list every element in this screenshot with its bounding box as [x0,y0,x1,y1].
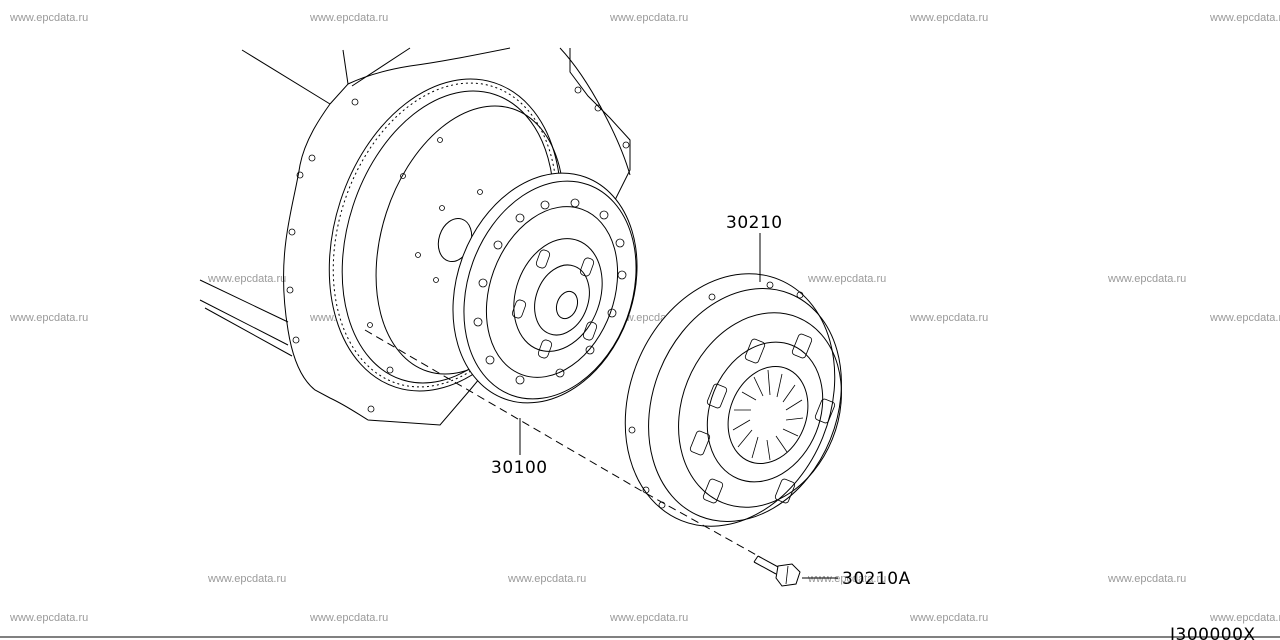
watermark: www.epcdata.ru [807,273,886,285]
watermark: www.epcdata.ru [207,573,286,585]
watermark: www.epcdata.ru [309,12,388,24]
part-number-label: 30100 [491,458,548,478]
part-number-label: 30210A [842,569,911,589]
watermark: www.epcdata.ru [1209,612,1280,624]
watermark: www.epcdata.ru [807,573,886,585]
watermark: www.epcdata.ru [1107,273,1186,285]
cover-slots [689,333,836,504]
watermark: www.epcdata.ru [909,12,988,24]
watermark: www.epcdata.ru [507,573,586,585]
watermark: www.epcdata.ru [1107,573,1186,585]
housing-bolt-holes [286,86,630,413]
watermark: www.epcdata.ru [1209,312,1280,324]
watermark: www.epcdata.ru [309,612,388,624]
diaphragm-fingers [732,369,804,461]
watermark: www.epcdata.ru [207,273,286,285]
watermark: www.epcdata.ru [1209,12,1280,24]
part-number-label: 30210 [726,213,783,233]
clutch-cover [624,273,842,527]
watermark: www.epcdata.ru [9,612,88,624]
watermark: www.epcdata.ru [9,12,88,24]
damper-springs [511,249,598,359]
friction-segment-holes [473,198,627,385]
watermark-layer: www.epcdata.ru www.epcdata.ru www.epcdat… [9,12,1280,624]
clutch-disc [452,172,638,404]
cover-bolt [753,555,801,587]
engine-housing [199,47,631,426]
leader-lines [364,233,838,579]
watermark: www.epcdata.ru [609,12,688,24]
watermark: www.epcdata.ru [909,312,988,324]
watermark: www.epcdata.ru [909,612,988,624]
watermark: www.epcdata.ru [609,612,688,624]
figure-reference: J300000X [1169,625,1256,640]
watermark: www.epcdata.ru [9,312,88,324]
